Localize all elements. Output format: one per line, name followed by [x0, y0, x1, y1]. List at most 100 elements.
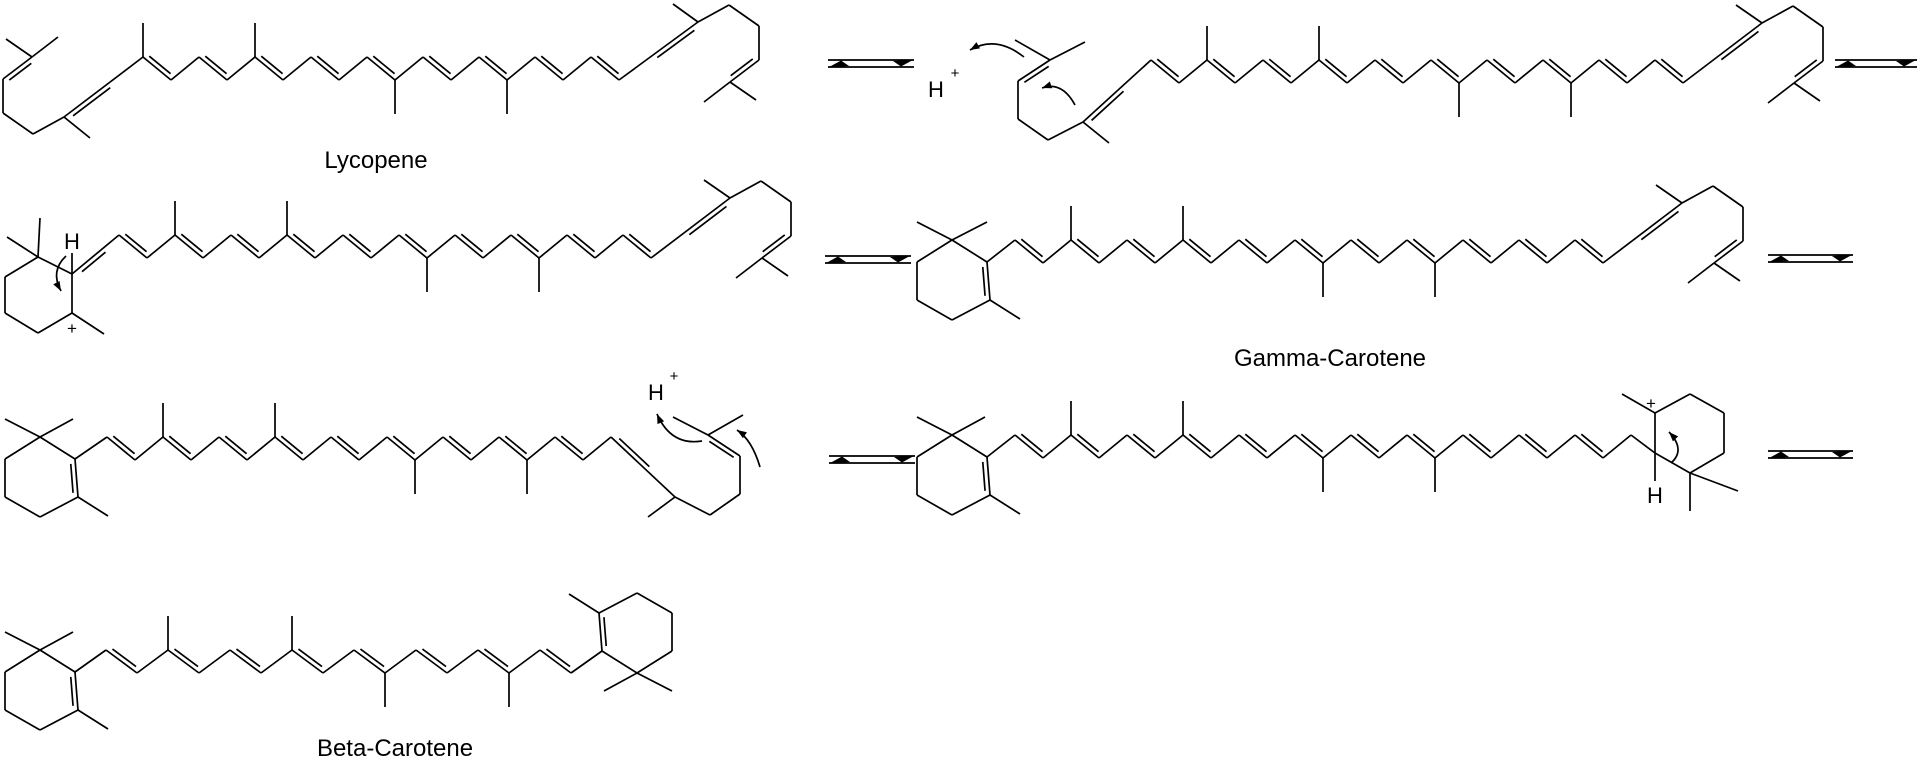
bond-line — [1244, 238, 1268, 258]
bond-line — [71, 234, 120, 275]
bond-line — [1514, 59, 1544, 84]
bond-line — [1206, 59, 1236, 84]
cyclization-carbocation-structure — [4, 179, 792, 335]
bond-line — [1430, 59, 1460, 84]
curved-arrow-head-icon — [970, 42, 981, 50]
curved-arrow-icon — [1041, 85, 1076, 106]
bond-line — [761, 257, 789, 277]
bond-line — [338, 56, 368, 81]
bond-line — [174, 234, 204, 259]
bond-line — [1017, 118, 1049, 141]
bond-line — [1020, 238, 1044, 258]
bond-line — [118, 234, 148, 259]
bond-line — [916, 221, 953, 241]
bond-line — [4, 709, 41, 731]
bond-line — [394, 56, 424, 81]
bond-line — [622, 234, 652, 259]
bond-line — [1689, 452, 1725, 474]
bond-line — [735, 257, 763, 279]
bond-line — [540, 55, 564, 75]
proton-1-charge: + — [951, 65, 960, 82]
bond-line — [106, 436, 136, 461]
bond-line — [1182, 434, 1212, 459]
bond-line — [1406, 434, 1436, 459]
bond-line — [729, 59, 760, 83]
bond-line — [1687, 262, 1715, 284]
bond-line — [1621, 393, 1656, 414]
bond-line — [142, 56, 172, 81]
bond-line — [1546, 434, 1576, 459]
bond-line — [74, 649, 107, 673]
curved-arrow-head-icon — [737, 430, 747, 439]
beta-carotene-structure — [4, 592, 673, 731]
bond-line — [1014, 434, 1044, 459]
bond-line — [422, 56, 452, 81]
bond-line — [1604, 58, 1628, 78]
bond-line — [1212, 58, 1236, 78]
bond-line — [32, 116, 65, 135]
bond-line — [448, 435, 472, 455]
bond-line — [516, 233, 540, 253]
bond-line — [1262, 59, 1292, 84]
bond-line — [545, 648, 571, 668]
bond-line — [168, 435, 192, 455]
bond-line — [951, 299, 991, 321]
bond-line — [1047, 121, 1084, 141]
bond-line — [1356, 238, 1380, 258]
bond-line — [1098, 239, 1128, 264]
bond-line — [1350, 434, 1380, 459]
bond-line — [1156, 58, 1180, 78]
bond-line — [539, 649, 572, 674]
bond-line — [124, 233, 148, 253]
bond-line — [1082, 59, 1152, 123]
bond-line — [1290, 59, 1320, 84]
bond-line — [302, 436, 332, 461]
bond-line — [697, 4, 730, 23]
bond-line — [31, 36, 59, 58]
bond-line — [1126, 239, 1156, 264]
bond-line — [446, 649, 479, 674]
proton-2-charge: + — [670, 368, 679, 385]
bond-line — [162, 436, 192, 461]
bond-line — [570, 650, 603, 674]
bond-line — [986, 456, 991, 496]
bond-line — [258, 234, 288, 259]
bond-line — [1017, 59, 1051, 82]
bond-line — [728, 4, 760, 27]
bond-line — [508, 649, 541, 674]
bond-line — [282, 56, 312, 81]
bond-line — [292, 233, 316, 253]
bond-line — [170, 56, 200, 81]
bond-line — [674, 496, 711, 516]
bond-line — [1210, 239, 1240, 264]
harpoon-barb-icon — [1768, 255, 1789, 263]
bond-line — [1712, 185, 1744, 208]
bond-line — [554, 436, 584, 461]
bond-line — [618, 437, 650, 468]
bond-line — [1402, 59, 1432, 84]
bond-line — [603, 672, 638, 692]
bond-line — [4, 256, 39, 278]
bond-line — [1436, 58, 1460, 78]
bond-line — [1574, 434, 1604, 459]
bond-line — [707, 434, 741, 457]
bond-line — [81, 251, 107, 273]
bond-line — [688, 205, 727, 236]
bond-line — [477, 649, 510, 674]
bond-line — [1761, 5, 1794, 24]
bond-line — [2, 56, 33, 80]
bond-line — [1524, 433, 1548, 453]
bond-line — [1070, 434, 1100, 459]
bond-line — [69, 463, 74, 493]
bond-line — [386, 436, 416, 461]
bond-line — [4, 312, 39, 334]
bond-line — [1294, 434, 1324, 459]
bond-line — [39, 436, 76, 460]
bond-line — [37, 217, 41, 258]
protonated-lycopene-structure — [1014, 4, 1824, 144]
bond-line — [1468, 238, 1492, 258]
bond-line — [111, 648, 137, 668]
bond-line — [4, 436, 41, 460]
bond-line — [428, 55, 452, 75]
bond-line — [1462, 434, 1492, 459]
